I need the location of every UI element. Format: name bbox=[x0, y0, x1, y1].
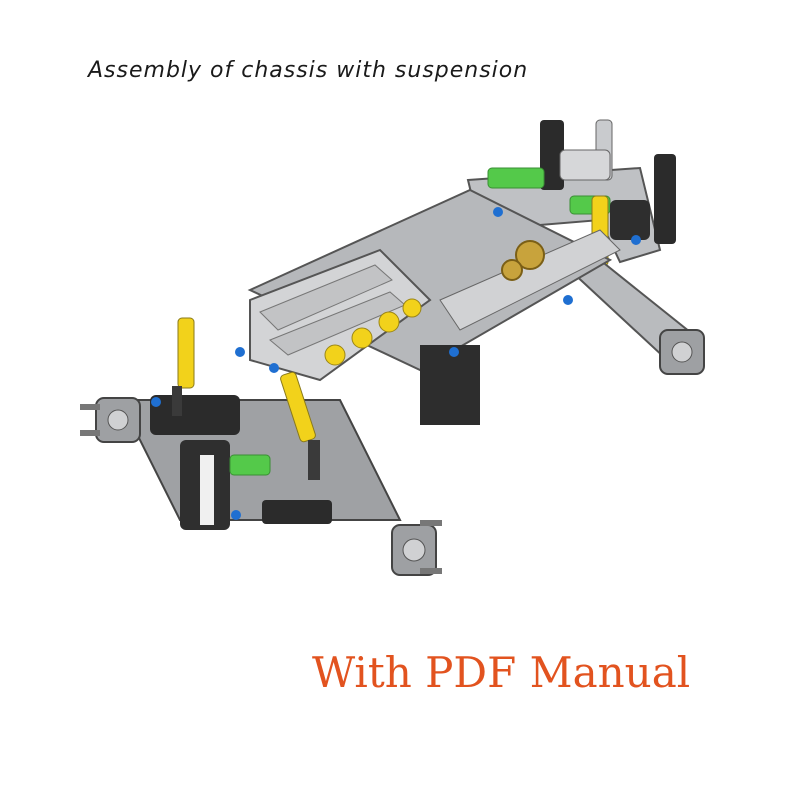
blue-pins bbox=[151, 207, 641, 520]
engine-block bbox=[249, 248, 432, 382]
product-caption: Assembly of chassis with suspension bbox=[88, 58, 529, 83]
front-left-hub bbox=[80, 397, 141, 443]
front-right-hub bbox=[391, 520, 442, 576]
right-beam bbox=[568, 258, 705, 375]
front-suspension bbox=[118, 317, 402, 530]
pdf-manual-banner: With PDF Manual bbox=[312, 648, 691, 697]
